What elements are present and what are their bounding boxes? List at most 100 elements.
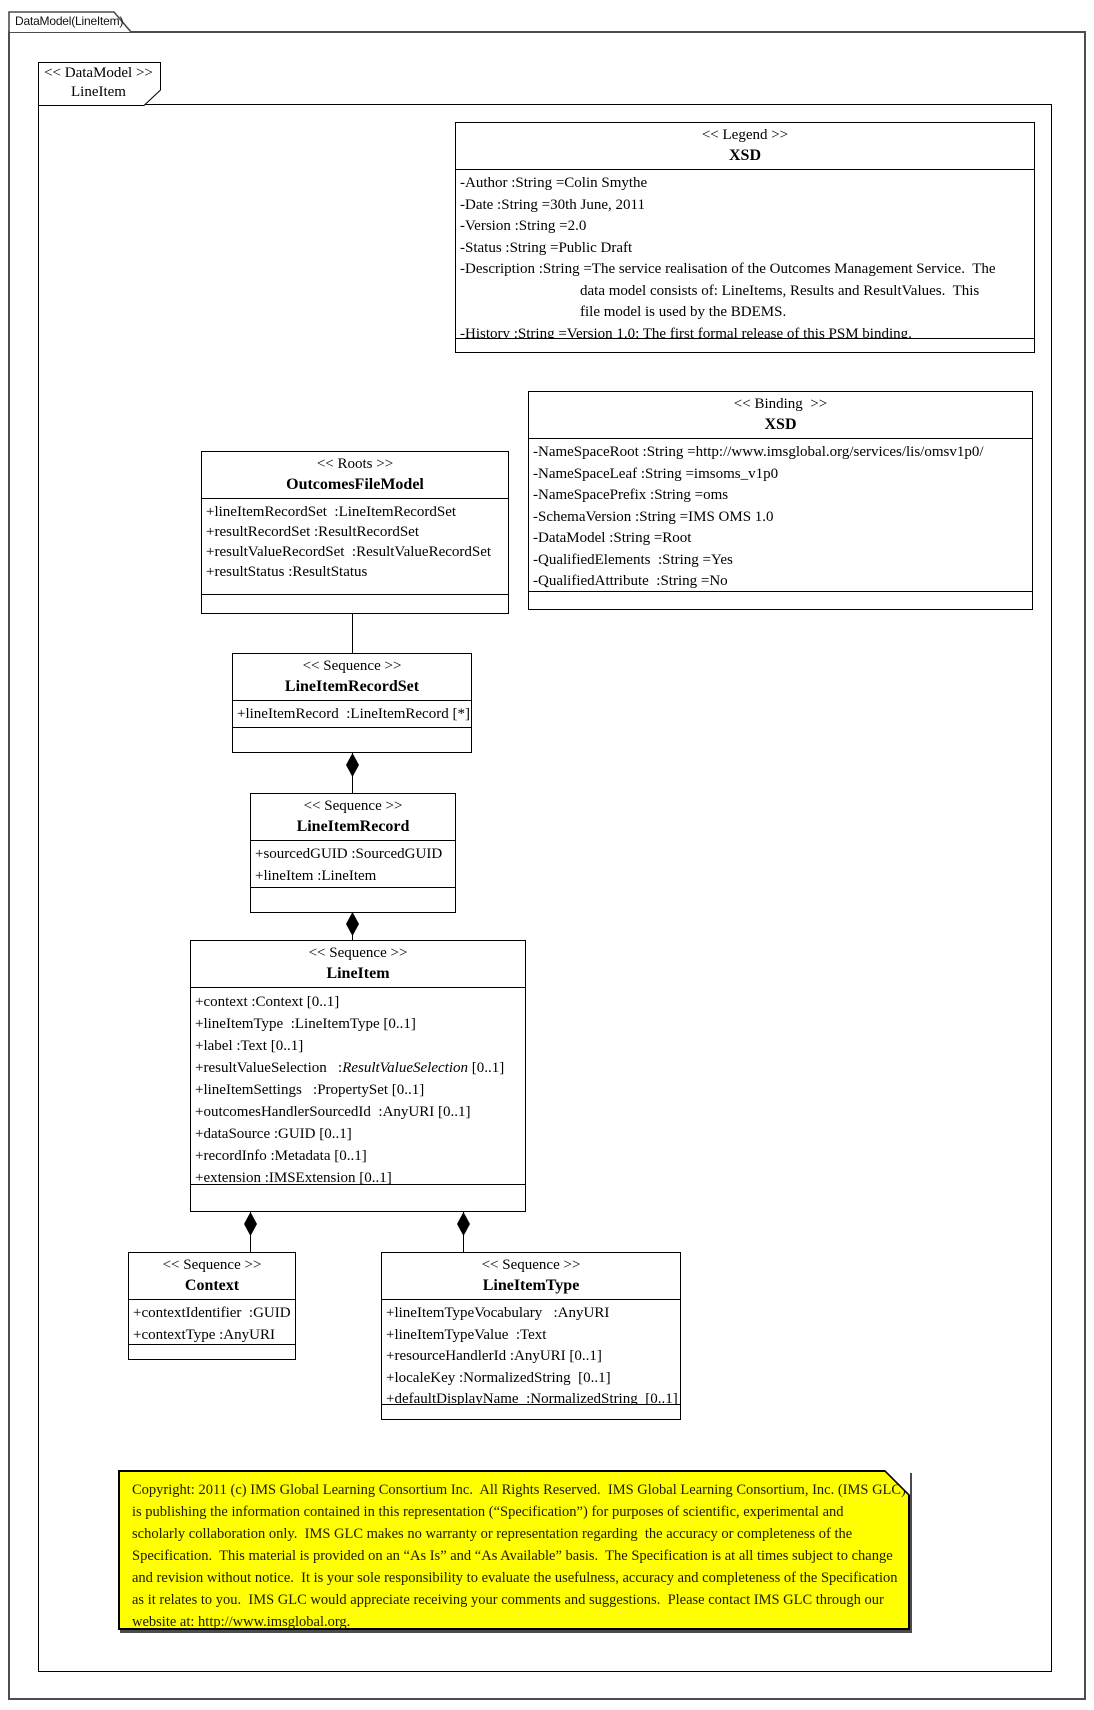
attributes-compartment: +context :Context [0..1] +lineItemType :… bbox=[191, 988, 525, 1184]
attribute: -History :String =Version 1.0: The first… bbox=[460, 325, 912, 339]
attributes-compartment: +lineItemTypeVocabulary :AnyURI +lineIte… bbox=[382, 1300, 680, 1404]
class-box-lineitemtype[interactable]: << Sequence >> LineItemType +lineItemTyp… bbox=[381, 1252, 681, 1420]
attributes-compartment: -Author :String =Colin Smythe -Date :Str… bbox=[456, 170, 1034, 338]
attribute: +lineItemRecord :LineItemRecord [*] bbox=[237, 706, 470, 722]
attributes-compartment: +contextIdentifier :GUID +contextType :A… bbox=[129, 1300, 295, 1344]
attribute-continuation: data model consists of: LineItems, Resul… bbox=[580, 282, 980, 299]
attributes-compartment: +lineItemRecordSet :LineItemRecordSet +r… bbox=[202, 499, 508, 594]
note-line: website at: http://www.imsglobal.org. bbox=[132, 1614, 351, 1630]
attribute: +lineItemTypeValue :Text bbox=[386, 1326, 547, 1343]
class-stereotype: << Sequence >> bbox=[303, 798, 403, 814]
class-name: Context bbox=[184, 1277, 240, 1294]
attribute: -QualifiedAttribute :String =No bbox=[533, 573, 728, 589]
attribute: -SchemaVersion :String =IMS OMS 1.0 bbox=[533, 508, 774, 525]
class-title: << Sequence >> Context bbox=[129, 1253, 295, 1300]
window-tab-shape[interactable] bbox=[8, 11, 136, 33]
attribute: +defaultDisplayName :NormalizedString [0… bbox=[386, 1391, 678, 1404]
attribute: +resultRecordSet :ResultRecordSet bbox=[206, 524, 420, 540]
operations-compartment-empty bbox=[129, 1344, 295, 1359]
attribute: +outcomesHandlerSourcedId :AnyURI [0..1] bbox=[195, 1104, 471, 1120]
class-title: << Sequence >> LineItemType bbox=[382, 1253, 680, 1300]
class-stereotype: << Sequence >> bbox=[302, 658, 402, 674]
class-stereotype: << Sequence >> bbox=[481, 1257, 581, 1273]
attribute: +resourceHandlerId :AnyURI [0..1] bbox=[386, 1348, 602, 1364]
outer-window-border bbox=[8, 31, 1086, 1700]
attribute: -NameSpacePrefix :String =oms bbox=[533, 487, 729, 503]
class-title: << Legend >> XSD bbox=[456, 123, 1034, 170]
attribute: +lineItemSettings :PropertySet [0..1] bbox=[195, 1082, 425, 1098]
attribute: -NameSpaceRoot :String =http://www.imsgl… bbox=[533, 444, 984, 460]
note-line: Specification. This material is provided… bbox=[132, 1548, 893, 1564]
class-name: XSD bbox=[764, 416, 797, 433]
attribute: +resultStatus :ResultStatus bbox=[206, 564, 368, 580]
class-title: << Sequence >> LineItemRecord bbox=[251, 794, 455, 841]
attribute: -Status :String =Public Draft bbox=[460, 239, 633, 256]
operations-compartment-empty bbox=[529, 591, 1032, 609]
window-tab-label[interactable]: DataModel(LineItem) bbox=[15, 14, 124, 28]
operations-compartment-empty bbox=[382, 1404, 680, 1419]
class-name: XSD bbox=[728, 147, 761, 164]
diagram-frame bbox=[38, 104, 1052, 1672]
class-box-binding[interactable]: << Binding >> XSD -NameSpaceRoot :String… bbox=[528, 391, 1033, 610]
attribute: +lineItemRecordSet :LineItemRecordSet bbox=[206, 504, 457, 520]
note-line: Copyright: 2011 (c) IMS Global Learning … bbox=[132, 1482, 906, 1498]
attribute: +context :Context [0..1] bbox=[195, 994, 340, 1010]
class-name: OutcomesFileModel bbox=[286, 476, 424, 493]
class-name: LineItem bbox=[326, 965, 390, 982]
class-title: << Sequence >> LineItemRecordSet bbox=[233, 654, 471, 701]
attribute: -Author :String =Colin Smythe bbox=[460, 175, 648, 191]
attribute: -Description :String =The service realis… bbox=[460, 261, 996, 277]
operations-compartment-empty bbox=[202, 594, 508, 613]
attribute: -Date :String =30th June, 2011 bbox=[460, 196, 645, 213]
note-line: and revision without notice. It is your … bbox=[132, 1570, 898, 1586]
class-name: LineItemRecord bbox=[296, 818, 410, 835]
attributes-compartment: +lineItemRecord :LineItemRecord [*] bbox=[233, 701, 471, 727]
class-box-lineitemrecord[interactable]: << Sequence >> LineItemRecord +sourcedGU… bbox=[250, 793, 456, 913]
frame-name-tab bbox=[38, 62, 161, 106]
operations-compartment-empty bbox=[233, 727, 471, 752]
attribute: +lineItemType :LineItemType [0..1] bbox=[195, 1016, 416, 1032]
note-line: scholarly collaboration only. IMS GLC ma… bbox=[132, 1526, 853, 1542]
class-title: << Roots >> OutcomesFileModel bbox=[202, 452, 508, 499]
frame-name: LineItem bbox=[71, 84, 126, 100]
class-name: LineItemRecordSet bbox=[284, 678, 420, 695]
note-line: as it relates to you. IMS GLC would appr… bbox=[132, 1592, 884, 1608]
attribute-continuation: file model is used by the BDEMS. bbox=[580, 304, 787, 320]
attribute: +resultValueSelection :ResultValueSelect… bbox=[195, 1060, 505, 1076]
attributes-compartment: -NameSpaceRoot :String =http://www.imsgl… bbox=[529, 439, 1032, 591]
attribute: +contextType :AnyURI bbox=[133, 1326, 275, 1343]
attribute: +extension :IMSExtension [0..1] bbox=[195, 1170, 392, 1184]
attribute: +dataSource :GUID [0..1] bbox=[195, 1126, 352, 1142]
class-box-context[interactable]: << Sequence >> Context +contextIdentifie… bbox=[128, 1252, 296, 1360]
attribute: +resultValueRecordSet :ResultValueRecord… bbox=[206, 544, 492, 560]
attribute: +lineItem :LineItem bbox=[255, 867, 377, 884]
connector-roots-lineitemrecordset bbox=[352, 614, 353, 653]
class-name: LineItemType bbox=[482, 1277, 580, 1294]
composition-diamond-icon bbox=[346, 753, 359, 777]
class-box-lineitem[interactable]: << Sequence >> LineItem +context :Contex… bbox=[190, 940, 526, 1212]
class-stereotype: << Roots >> bbox=[316, 456, 394, 472]
attributes-compartment: +sourcedGUID :SourcedGUID +lineItem :Lin… bbox=[251, 841, 455, 887]
class-title: << Binding >> XSD bbox=[529, 392, 1032, 439]
attribute: +sourcedGUID :SourcedGUID bbox=[255, 846, 443, 862]
attribute: +localeKey :NormalizedString [0..1] bbox=[386, 1369, 611, 1386]
composition-diamond-icon bbox=[244, 1212, 257, 1236]
class-box-legend[interactable]: << Legend >> XSD -Author :String =Colin … bbox=[455, 122, 1035, 353]
composition-diamond-icon bbox=[457, 1212, 470, 1236]
attribute: -NameSpaceLeaf :String =imsoms_v1p0 bbox=[533, 465, 779, 482]
frame-name-tab-text: << DataModel >> LineItem bbox=[38, 63, 159, 102]
attribute: +lineItemTypeVocabulary :AnyURI bbox=[386, 1305, 610, 1321]
class-box-lineitemrecordset[interactable]: << Sequence >> LineItemRecordSet +lineIt… bbox=[232, 653, 472, 753]
copyright-note[interactable]: Copyright: 2011 (c) IMS Global Learning … bbox=[118, 1470, 910, 1630]
operations-compartment-empty bbox=[191, 1184, 525, 1211]
class-box-outcomesfilemodel[interactable]: << Roots >> OutcomesFileModel +lineItemR… bbox=[201, 451, 509, 614]
attribute: -Version :String =2.0 bbox=[460, 218, 587, 234]
frame-stereotype: << DataModel >> bbox=[44, 65, 153, 81]
class-stereotype: << Legend >> bbox=[701, 127, 789, 143]
class-title: << Sequence >> LineItem bbox=[191, 941, 525, 988]
attribute: +label :Text [0..1] bbox=[195, 1038, 304, 1054]
attribute: +recordInfo :Metadata [0..1] bbox=[195, 1148, 367, 1164]
class-stereotype: << Binding >> bbox=[733, 396, 828, 412]
attribute: -QualifiedElements :String =Yes bbox=[533, 551, 733, 568]
